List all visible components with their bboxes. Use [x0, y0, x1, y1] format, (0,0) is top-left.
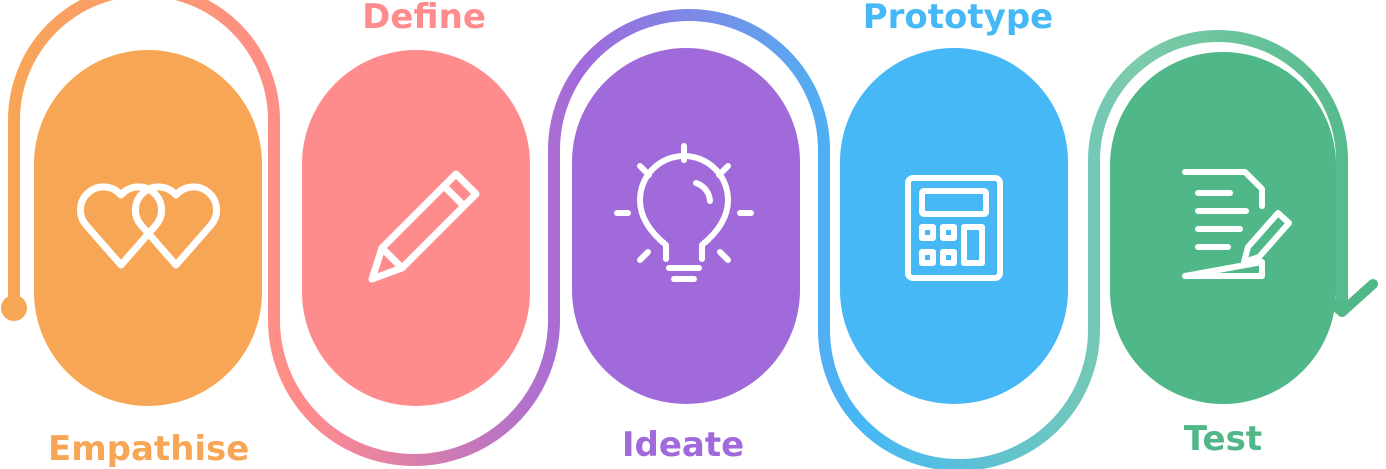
lightbulb-icon — [614, 143, 754, 282]
stage-label-test: Test — [1184, 419, 1262, 459]
stage-define — [302, 50, 530, 406]
stage-card — [302, 50, 530, 406]
calculator-icon — [905, 175, 1003, 281]
stage-label-define: Define — [362, 0, 486, 37]
hearts-icon — [76, 183, 221, 269]
stage-label-ideate: Ideate — [622, 425, 744, 465]
connector-path — [7, 0, 1348, 469]
stage-label-empathise: Empathise — [48, 429, 249, 469]
stage-ideate — [572, 48, 800, 404]
stage-label-prototype: Prototype — [863, 0, 1053, 37]
connector-start-dot — [1, 295, 27, 321]
document-edit-icon — [1182, 169, 1292, 279]
stage-empathise — [34, 50, 262, 406]
stage-prototype — [840, 48, 1068, 404]
stage-test — [1110, 52, 1336, 404]
pencil-icon — [368, 170, 480, 283]
stage-card — [572, 48, 800, 404]
